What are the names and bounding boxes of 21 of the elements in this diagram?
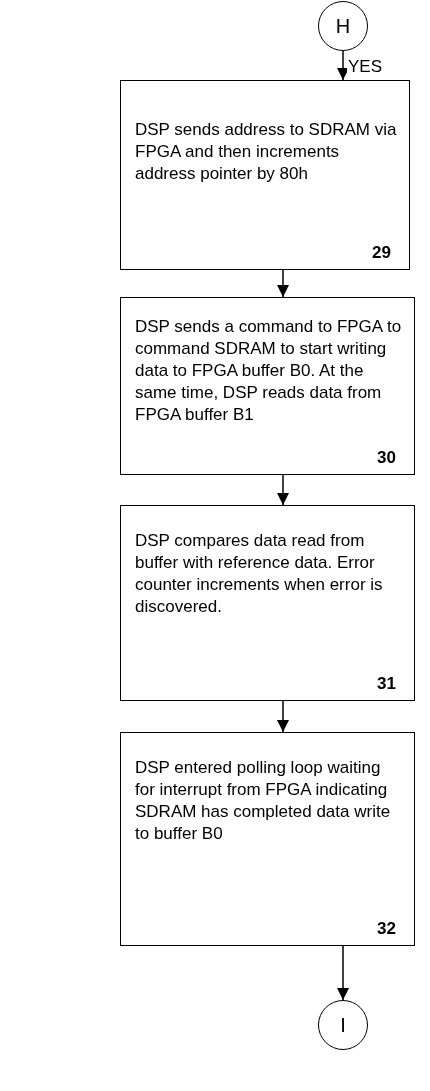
connector-circle: [318, 1, 368, 51]
step-number: 32: [377, 919, 396, 939]
step-number: 30: [377, 448, 396, 468]
arrow: [277, 700, 289, 733]
process-box: [120, 297, 415, 475]
arrow: [277, 269, 289, 298]
process-box: [120, 80, 410, 270]
process-box: [120, 732, 415, 946]
arrow: [337, 50, 349, 81]
arrow: [337, 945, 349, 1001]
connector-letter: I: [340, 1013, 346, 1037]
step-number: 31: [377, 674, 396, 694]
step-number: 29: [372, 243, 391, 263]
step-description: DSP sends a command to FPGA to command SDRAM to start writing data to FPGA buffer B0. At the same time, DSP reads data from FPGA buffer B1: [135, 316, 403, 426]
arrow: [277, 474, 289, 506]
step-description: DSP entered polling loop waiting for interrupt from FPGA indicating SDRAM has completed data write to buffer B0: [135, 757, 392, 845]
connector-circle: [318, 1000, 368, 1050]
process-box: [120, 505, 415, 701]
connector-letter: H: [335, 14, 351, 38]
step-description: DSP sends address to SDRAM via FPGA and then increments address pointer by 80h: [135, 119, 398, 185]
step-description: DSP compares data read from buffer with reference data. Error counter increments when error is discovered.: [135, 530, 384, 618]
